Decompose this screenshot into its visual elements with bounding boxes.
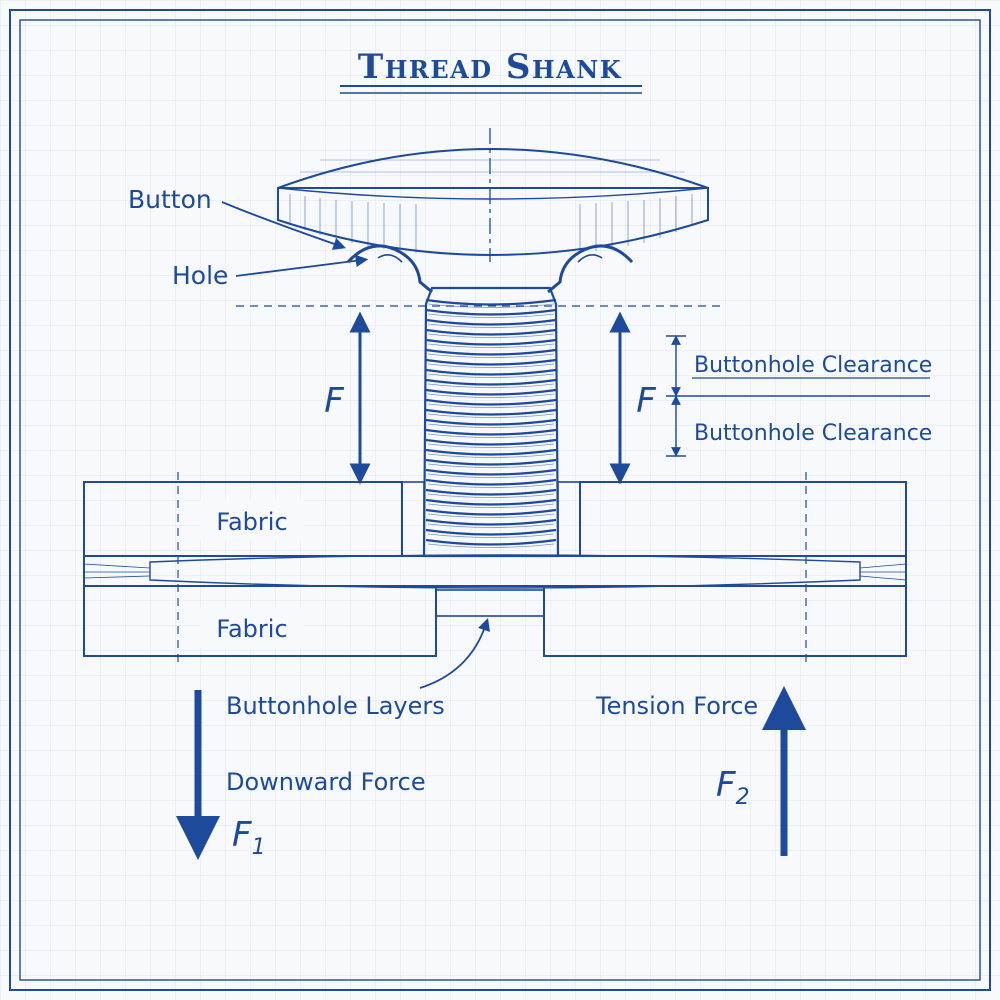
- thread-coil: [425, 358, 557, 366]
- f1-main: F: [232, 815, 252, 855]
- thread-coil-shade: [427, 543, 555, 548]
- thread-coil-shade: [427, 533, 555, 538]
- thread-coil: [425, 298, 557, 306]
- inner-border: [19, 19, 981, 981]
- hole-left: [377, 254, 403, 263]
- thread-coil-shade: [427, 523, 555, 528]
- button-edge-line: [277, 187, 709, 200]
- buttonhole-layers-leader: [419, 618, 490, 689]
- downward-force-arrowhead: [176, 816, 220, 860]
- thread-coil: [425, 388, 557, 396]
- thread-coil: [425, 498, 557, 506]
- f1-subscript: 1: [252, 835, 266, 860]
- clearance-label-top: Buttonhole Clearance: [694, 353, 932, 378]
- thread-coil: [425, 328, 557, 336]
- thread-coils: [425, 298, 557, 548]
- clearance-label-bottom: Buttonhole Clearance: [694, 421, 932, 446]
- button-leader: [221, 201, 346, 250]
- thread-coil: [425, 488, 557, 496]
- thread-coil-shade: [427, 493, 555, 498]
- tension-force-label: Tension Force: [595, 692, 758, 720]
- thread-coil-shade: [427, 393, 555, 398]
- thread-coil-shade: [427, 373, 555, 378]
- thread-coil: [425, 408, 557, 416]
- thread-coil-shade: [427, 463, 555, 468]
- thread-coil-shade: [427, 333, 555, 338]
- fabric-bottom-label-bg: [200, 608, 304, 648]
- thread-coil: [425, 478, 557, 486]
- diagram-title: Thread Shank: [358, 47, 622, 87]
- outer-border: [9, 9, 991, 991]
- fabric-bottom-left: [83, 585, 437, 657]
- f1-symbol: F1: [232, 815, 266, 860]
- thread-coil-shade: [427, 323, 555, 328]
- thread-coil-shade: [427, 433, 555, 438]
- band-outline: [83, 555, 907, 587]
- f2-symbol: F2: [716, 765, 750, 810]
- thread-coil-shade: [427, 513, 555, 518]
- button-label: Button: [128, 185, 212, 214]
- fabric-bottom-layer: [83, 585, 907, 657]
- f2-main: F: [716, 765, 736, 805]
- button-rim: [277, 187, 709, 256]
- fabric-top-label-bg: [200, 500, 304, 540]
- hole-right: [577, 254, 603, 263]
- thread-coil: [425, 308, 557, 316]
- hole-leader: [235, 254, 369, 277]
- thread-coil-shade: [427, 443, 555, 448]
- f2-subscript: 2: [736, 785, 750, 810]
- thread-coil: [425, 338, 557, 346]
- thread-coil-shade: [427, 403, 555, 408]
- clearance-dimensions: [666, 335, 930, 457]
- thread-coil-shade: [427, 313, 555, 318]
- thread-coil-shade: [427, 353, 555, 358]
- thread-coil: [425, 418, 557, 426]
- thread-coil: [425, 528, 557, 536]
- thread-shank: [422, 286, 560, 558]
- thread-coil-shade: [427, 343, 555, 348]
- thread-coil: [425, 368, 557, 376]
- buttonhole-layers-label: Buttonhole Layers: [226, 692, 445, 720]
- thread-coil-shade: [427, 473, 555, 478]
- thread-coil: [425, 318, 557, 326]
- fabric-bottom-right: [543, 585, 907, 657]
- thread-coil: [425, 538, 557, 546]
- thread-coil: [425, 348, 557, 356]
- thread-coil-shade: [427, 363, 555, 368]
- button-rim-shading: [289, 194, 693, 253]
- thread-coil: [425, 428, 557, 436]
- tension-force-arrowhead: [762, 686, 806, 730]
- fabric-label-top: Fabric: [216, 508, 287, 536]
- thread-coil-shade: [427, 303, 555, 308]
- fabric-label-bottom: Fabric: [216, 615, 287, 643]
- downward-force-label: Downward Force: [226, 768, 426, 796]
- thread-loop-left: [346, 244, 433, 294]
- force-label-left: F: [324, 381, 344, 421]
- thread-coil: [425, 508, 557, 516]
- thread-coil: [425, 518, 557, 526]
- thread-coil: [425, 378, 557, 386]
- thread-coil: [425, 438, 557, 446]
- hole-label: Hole: [172, 261, 228, 290]
- thread-coil-shade: [427, 503, 555, 508]
- thread-coil-shade: [427, 483, 555, 488]
- force-label-right: F: [636, 381, 656, 421]
- thread-coil-shade: [427, 383, 555, 388]
- button-dome: [277, 148, 709, 189]
- button: [277, 148, 709, 256]
- thread-coil-shade: [427, 413, 555, 418]
- thread-coil: [425, 398, 557, 406]
- thread-coil: [425, 458, 557, 466]
- thread-coil: [425, 468, 557, 476]
- buttonhole-layers-knot: [435, 589, 545, 617]
- thread-coil: [425, 448, 557, 456]
- thread-loop-right: [547, 244, 634, 294]
- thread-coil-shade: [427, 423, 555, 428]
- thread-coil-shade: [427, 453, 555, 458]
